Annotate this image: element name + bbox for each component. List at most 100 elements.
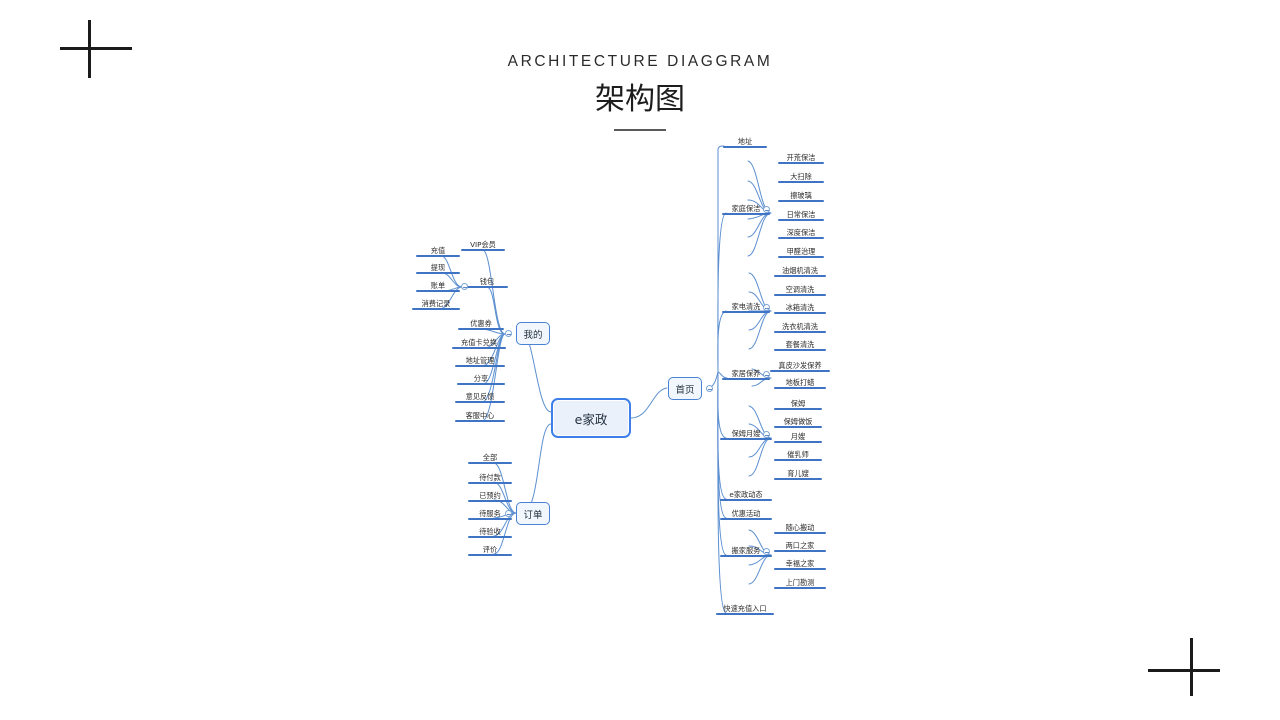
- leaf-maternity-matron[interactable]: 月嫂: [774, 430, 822, 443]
- leaf-recharge-card-exchange[interactable]: 充值卡兑换: [452, 336, 506, 349]
- leaf-underline: [774, 275, 826, 277]
- collapse-toggle-wallet[interactable]: [461, 283, 468, 290]
- leaf-range-hood-cleaning[interactable]: 油烟机清洗: [774, 264, 826, 277]
- leaf-underline: [720, 555, 772, 557]
- leaf-share[interactable]: 分享: [457, 372, 505, 385]
- collapse-toggle-home-cleaning[interactable]: [763, 206, 770, 213]
- leaf-underline: [774, 587, 826, 589]
- leaf-wallet[interactable]: 钱包: [466, 275, 508, 288]
- leaf-package-cleaning[interactable]: 套餐清洗: [774, 338, 826, 351]
- leaf-label: 月嫂: [790, 432, 806, 441]
- leaf-label: 优惠活动: [731, 509, 761, 518]
- branch-node-mine[interactable]: 我的: [516, 322, 550, 345]
- collapse-toggle-moving-service[interactable]: [763, 548, 770, 555]
- leaf-home-maintenance[interactable]: 家居保养: [722, 367, 770, 380]
- collapse-toggle-home-maintenance[interactable]: [763, 371, 770, 378]
- leaf-underline: [774, 478, 822, 480]
- leaf-underline: [778, 162, 824, 164]
- leaf-lactation-consultant[interactable]: 催乳师: [774, 448, 822, 461]
- leaf-label: 保姆月嫂: [731, 429, 761, 438]
- leaf-label: 随心搬动: [785, 523, 815, 532]
- crop-mark-top-left: [60, 20, 132, 78]
- leaf-nanny[interactable]: 保姆: [774, 397, 822, 410]
- leaf-recharge[interactable]: 充值: [416, 244, 460, 257]
- leaf-order-pending-service[interactable]: 待服务: [468, 507, 512, 520]
- leaf-nanny-maternity-matron[interactable]: 保姆月嫂: [720, 427, 772, 440]
- leaf-label: 家庭保洁: [731, 204, 761, 213]
- leaf-ac-cleaning[interactable]: 空调清洗: [774, 283, 826, 296]
- leaf-order-all[interactable]: 全部: [468, 451, 512, 464]
- branch-node-label: 我的: [523, 329, 543, 341]
- leaf-underline: [720, 518, 772, 520]
- leaf-daily-cleaning[interactable]: 日常保洁: [778, 208, 824, 221]
- collapse-toggle-appliance-cleaning[interactable]: [763, 304, 770, 311]
- leaf-underline: [770, 370, 830, 372]
- branch-node-home[interactable]: 首页: [668, 377, 702, 400]
- leaf-fridge-cleaning[interactable]: 冰箱清洗: [774, 301, 826, 314]
- leaf-address[interactable]: 地址: [723, 135, 767, 148]
- leaf-appliance-cleaning[interactable]: 家电清洗: [722, 300, 770, 313]
- leaf-label: 已预约: [479, 491, 501, 500]
- leaf-deep-cleaning[interactable]: 深度保洁: [778, 226, 824, 239]
- leaf-ejiazheng-news[interactable]: e家政动态: [720, 488, 772, 501]
- leaf-label: 地址管理: [465, 356, 495, 365]
- leaf-washer-cleaning[interactable]: 洗衣机清洗: [774, 320, 826, 333]
- leaf-big-clean[interactable]: 大扫除: [778, 170, 824, 183]
- leaf-order-pending-payment[interactable]: 待付款: [468, 471, 512, 484]
- leaf-window-cleaning[interactable]: 擦玻璃: [778, 189, 824, 202]
- leaf-underline: [778, 181, 824, 183]
- leaf-label: 大扫除: [790, 172, 812, 181]
- collapse-toggle-orders[interactable]: [505, 510, 512, 517]
- leaf-happy-home[interactable]: 幸福之家: [774, 557, 826, 570]
- leaf-floor-waxing[interactable]: 地板打蜡: [774, 376, 826, 389]
- leaf-underline: [468, 554, 512, 556]
- leaf-address-management[interactable]: 地址管理: [455, 354, 505, 367]
- leaf-underline: [468, 462, 512, 464]
- leaf-underline: [778, 237, 824, 239]
- leaf-underline: [720, 438, 772, 440]
- leaf-customer-service-center[interactable]: 客服中心: [455, 409, 505, 422]
- leaf-underline: [722, 311, 770, 313]
- leaf-underline: [455, 401, 505, 403]
- leaf-order-booked[interactable]: 已预约: [468, 489, 512, 502]
- leaf-underline: [457, 383, 505, 385]
- crop-mark-horizontal-line: [60, 47, 132, 50]
- leaf-onsite-survey[interactable]: 上门勘测: [774, 576, 826, 589]
- leaf-label: 深度保洁: [786, 228, 816, 237]
- leaf-underline: [455, 365, 505, 367]
- collapse-toggle-mine[interactable]: [505, 330, 512, 337]
- crop-mark-horizontal-line: [1148, 669, 1220, 672]
- leaf-order-pending-acceptance[interactable]: 待验收: [468, 525, 512, 538]
- leaf-quick-recharge-entry[interactable]: 快速充值入口: [716, 602, 774, 615]
- leaf-consumption-record[interactable]: 消费记录: [412, 297, 460, 310]
- leaf-underline: [774, 426, 822, 428]
- leaf-label: 甲醛治理: [786, 247, 816, 256]
- leaf-label: 油烟机清洗: [782, 266, 818, 275]
- leaf-childcare-nanny[interactable]: 育儿嫂: [774, 467, 822, 480]
- branch-node-orders[interactable]: 订单: [516, 502, 550, 525]
- leaf-underline: [774, 441, 822, 443]
- leaf-underline: [774, 568, 826, 570]
- collapse-toggle-nanny[interactable]: [763, 431, 770, 438]
- leaf-label: 评价: [482, 545, 498, 554]
- leaf-nanny-cooking[interactable]: 保姆做饭: [774, 415, 822, 428]
- leaf-label: 消费记录: [421, 299, 451, 308]
- leaf-free-moving[interactable]: 随心搬动: [774, 521, 826, 534]
- leaf-rough-cleaning[interactable]: 开荒保洁: [778, 151, 824, 164]
- leaf-leather-sofa-care[interactable]: 真皮沙发保养: [770, 359, 830, 372]
- leaf-order-review[interactable]: 评价: [468, 543, 512, 556]
- leaf-coupon[interactable]: 优惠券: [458, 317, 504, 330]
- leaf-underline: [458, 328, 504, 330]
- leaf-vip-member[interactable]: VIP会员: [461, 238, 505, 251]
- leaf-feedback[interactable]: 意见反馈: [455, 390, 505, 403]
- leaf-moving-service[interactable]: 搬家服务: [720, 544, 772, 557]
- leaf-two-person-home[interactable]: 两口之家: [774, 539, 826, 552]
- leaf-home-cleaning[interactable]: 家庭保洁: [722, 202, 770, 215]
- root-node[interactable]: e家政: [551, 398, 631, 438]
- leaf-promotions[interactable]: 优惠活动: [720, 507, 772, 520]
- leaf-underline: [416, 255, 460, 257]
- leaf-formaldehyde-treatment[interactable]: 甲醛治理: [778, 245, 824, 258]
- leaf-withdraw[interactable]: 提现: [416, 261, 460, 274]
- collapse-toggle-home[interactable]: [706, 385, 713, 392]
- leaf-bill[interactable]: 账单: [416, 279, 460, 292]
